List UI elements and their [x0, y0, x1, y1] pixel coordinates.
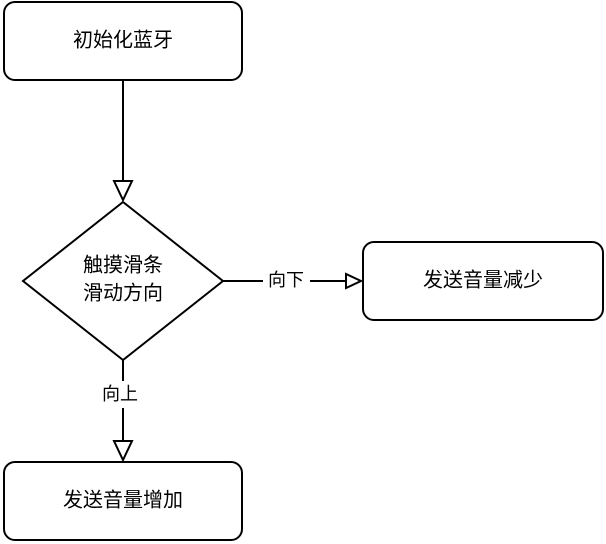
node-decrease-box — [362, 241, 604, 321]
edge-init-to-decision — [112, 80, 134, 203]
arrowhead-down-icon — [112, 180, 134, 203]
node-volume-decrease: 发送音量减少 — [362, 241, 604, 321]
node-increase-box — [3, 461, 243, 541]
edge-down-label: 向下 — [268, 270, 304, 291]
node-increase-label: 发送音量增加 — [63, 488, 183, 512]
arrowhead-down-icon — [112, 440, 134, 463]
node-volume-increase: 发送音量增加 — [3, 461, 243, 541]
node-decision-line-1: 触摸滑条 — [83, 253, 163, 277]
node-decision: 触摸滑条 滑动方向 — [21, 200, 225, 362]
edge-up-label: 向上 — [102, 384, 138, 405]
node-decision-line-2: 滑动方向 — [83, 281, 163, 305]
edge-decision-to-decrease: 向下 — [223, 270, 364, 291]
edge-decision-to-increase: 向上 — [102, 360, 138, 463]
node-init-bluetooth: 初始化蓝牙 — [3, 1, 243, 81]
arrowhead-right-icon — [345, 272, 364, 290]
node-decrease-label: 发送音量减少 — [423, 268, 543, 292]
node-init-label: 初始化蓝牙 — [73, 28, 173, 52]
